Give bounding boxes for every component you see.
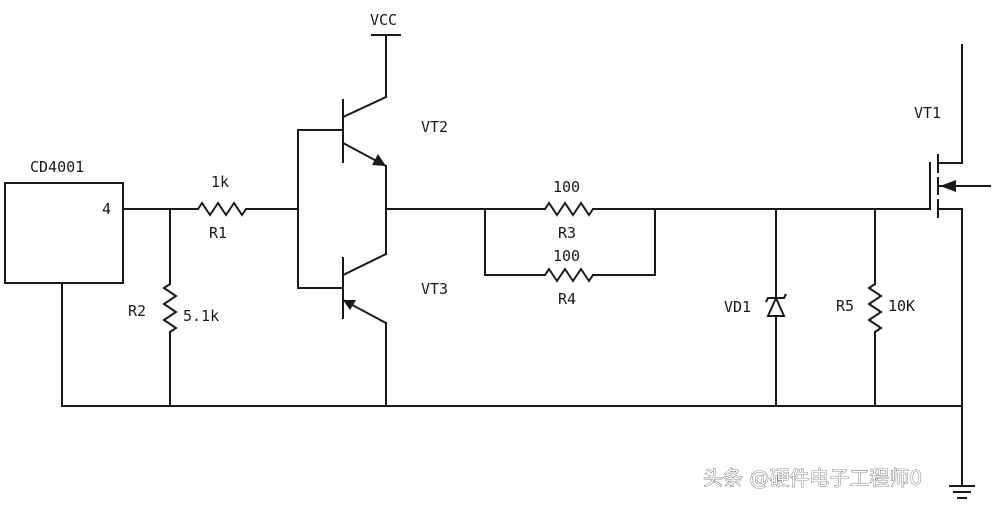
vt1-body-arrow-icon [940,180,956,192]
r2-label: R2 [128,302,146,320]
r5-label: R5 [836,297,854,315]
transistor-vt2: VT2 [341,95,448,168]
mosfet-vt1: VT1 [914,44,991,487]
resistor-r5: R5 10K [836,208,915,407]
vd1-label: VD1 [724,298,751,316]
ic-label: CD4001 [30,158,84,176]
resistor-r3: 100 R3 [484,178,656,242]
vt2-label: VT2 [421,118,448,136]
vt2-emitter-arrow-icon [372,154,386,166]
resistor-r4: 100 R4 [484,208,656,308]
r1-value-label: 1k [211,173,229,191]
vcc-label: VCC [370,11,397,29]
r1-label: R1 [209,224,227,242]
ground-rail [61,282,975,499]
r4-value-label: 100 [553,247,580,265]
vt1-label: VT1 [914,104,941,122]
base-bus [297,129,344,289]
r5-value-label: 10K [888,297,915,315]
r3-value-label: 100 [553,178,580,196]
wire-emitter-node [385,165,486,255]
r4-label: R4 [558,290,576,308]
r3-label: R3 [558,224,576,242]
resistor-r2: R2 5.1k [128,208,219,407]
vt3-emitter-arrow-icon [343,300,356,310]
watermark: 头条 @硬件电子工程师0 [703,466,922,490]
zener-diode-vd1: VD1 [724,208,787,407]
ic-body [4,182,124,284]
r2-value-label: 5.1k [183,307,219,325]
transistor-vt3: VT3 [341,252,448,407]
resistor-r1: 1k R1 [197,173,299,242]
vt3-label: VT3 [421,280,448,298]
ic-cd4001: CD4001 4 [4,158,124,284]
vcc-supply: VCC [370,11,401,98]
ic-pin-label: 4 [102,200,111,218]
